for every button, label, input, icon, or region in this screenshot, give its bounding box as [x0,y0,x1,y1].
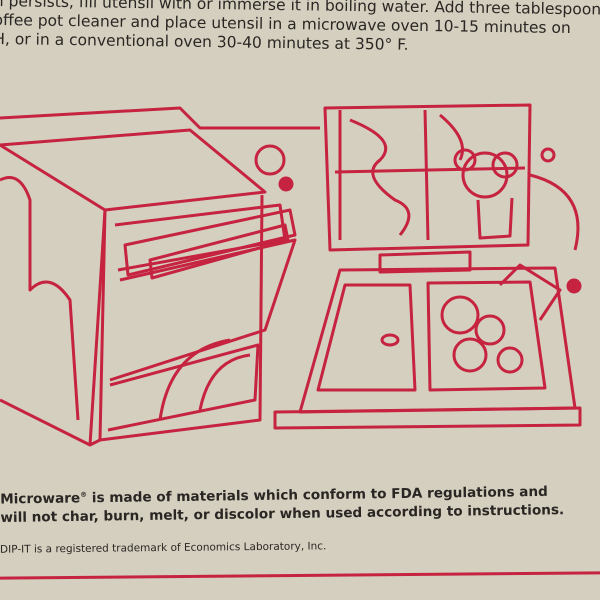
kitchen-illustration [0,103,582,447]
border-rule [0,571,600,580]
trademark-text: DIP-IT is a registered trademark of Econ… [0,540,327,556]
window-drawing [323,103,582,294]
brand-name: Microware [0,490,81,508]
instructions-text: n persists, fill utensil with or immerse… [0,0,600,58]
dishwasher-drawing [0,106,320,447]
fda-notice: Microware® is made of materials which co… [0,479,564,526]
sink-drawing [273,263,582,430]
